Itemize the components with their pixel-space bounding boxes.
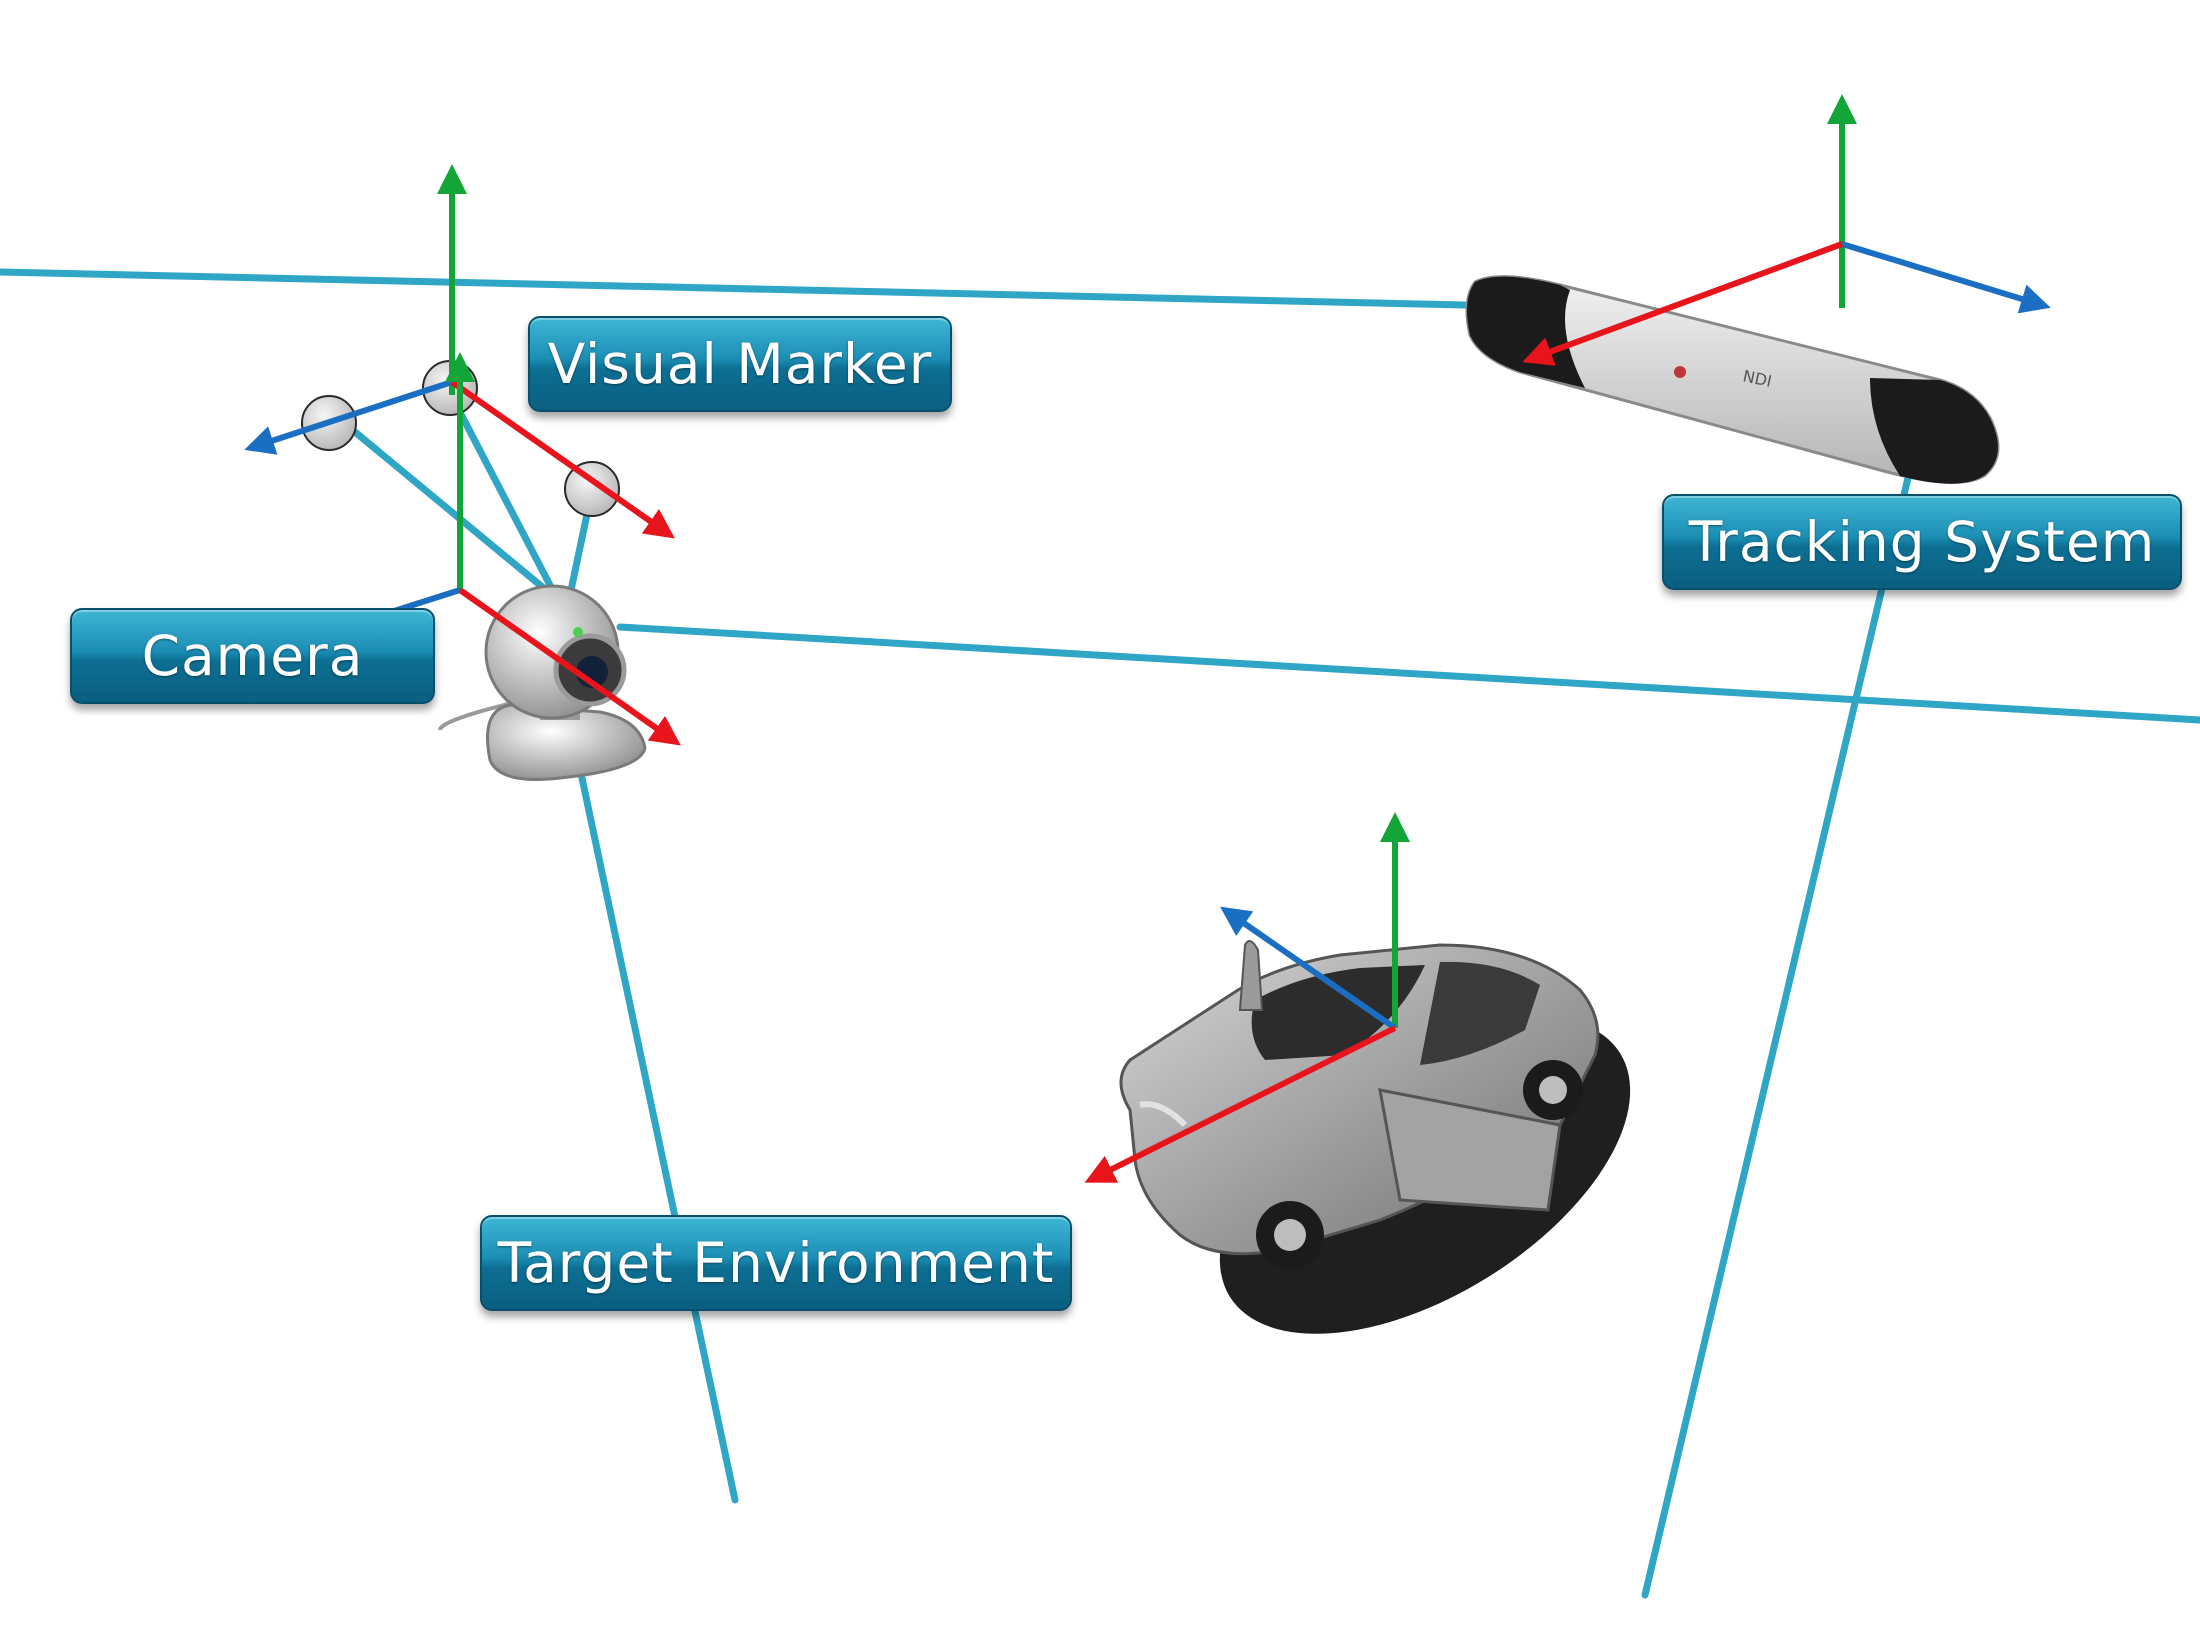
link-line-tracking-to-left	[0, 268, 1469, 309]
camera-label: Camera	[70, 608, 435, 704]
tracking-axes	[1522, 94, 2051, 366]
link-line-camera-to-right	[616, 623, 2200, 724]
target-axis-z-arrow	[1220, 906, 1397, 1031]
link-line-camera-to-bottom	[564, 708, 739, 1504]
marker-axis-x-arrow	[450, 379, 675, 539]
target-environment-label: Target Environment	[480, 1215, 1072, 1311]
visual-marker-label: Visual Marker	[528, 316, 952, 412]
target-axes	[1084, 812, 1410, 1183]
webcam-icon	[438, 584, 647, 782]
target-axis-x-arrow	[1084, 1025, 1397, 1183]
marker-strut-left	[351, 428, 579, 618]
link-lines	[0, 268, 2200, 1599]
camera-axis-x-arrow	[458, 587, 681, 746]
marker-strut-middle	[446, 389, 569, 618]
marker-axis-z-arrow	[244, 379, 453, 455]
link-line-tracking-to-bottom	[1641, 444, 1919, 1599]
toy-car-icon	[1119, 940, 1631, 1334]
tracking-axis-z-arrow	[1841, 241, 2051, 314]
marker-sphere-icon	[564, 461, 620, 517]
tracking-camera-bar-icon: NDI	[1465, 275, 2000, 484]
tracking-axis-x-arrow	[1522, 241, 1844, 366]
tracking-system-label: Tracking System	[1662, 494, 2182, 590]
